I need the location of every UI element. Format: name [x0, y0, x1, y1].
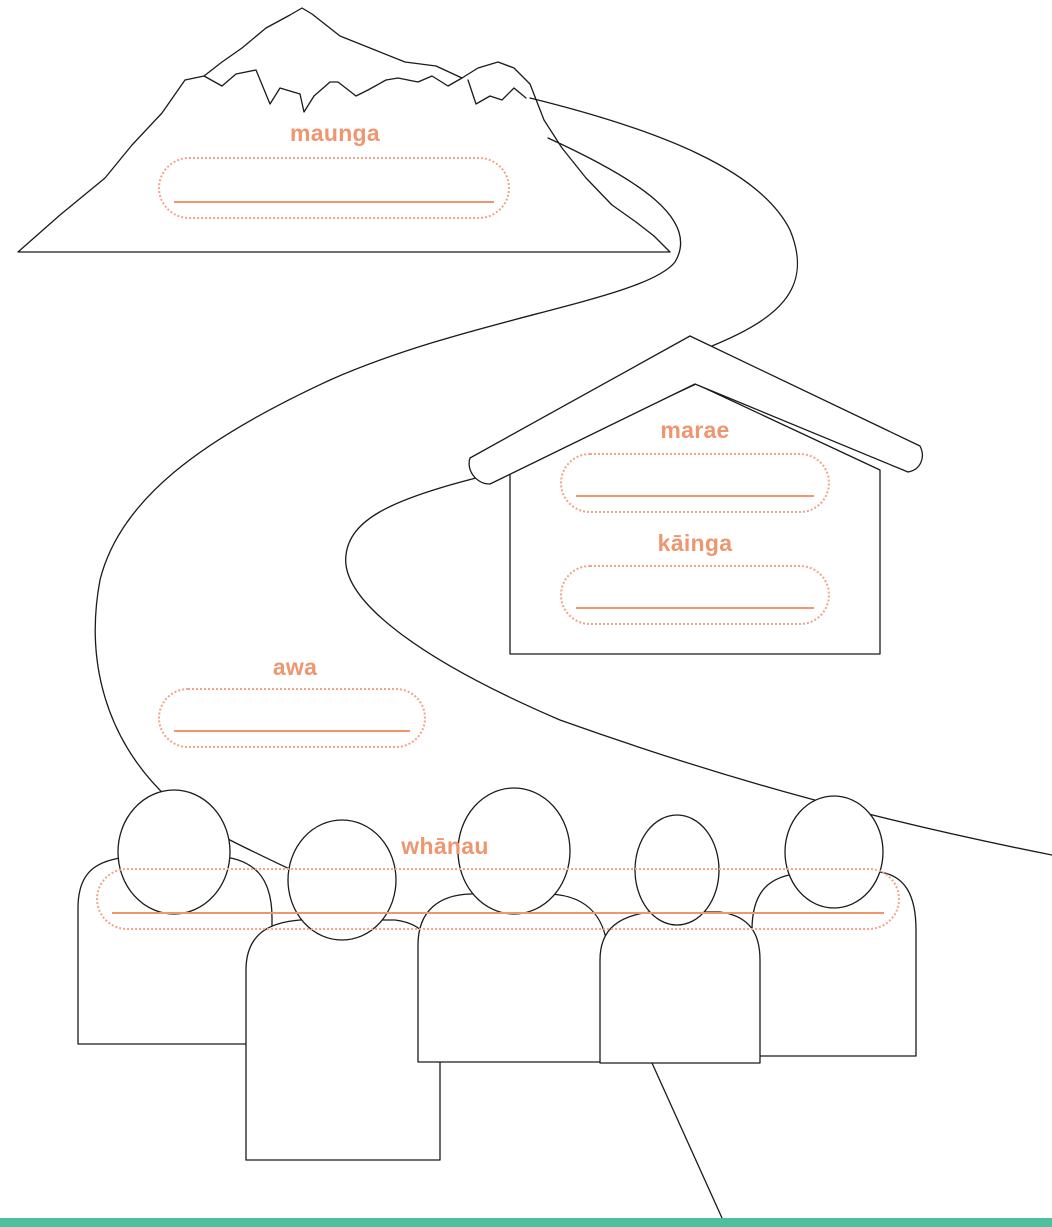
marae-writing-line	[576, 495, 814, 497]
kainga-input-field[interactable]	[560, 565, 830, 625]
awa-writing-line	[174, 730, 410, 732]
marae-label: marae	[660, 417, 730, 443]
family-illustration	[77, 787, 917, 1219]
marae-input-field[interactable]	[560, 453, 830, 513]
awa-label: awa	[272, 654, 318, 680]
awa-input-field[interactable]	[158, 688, 426, 748]
marae-illustration	[468, 335, 923, 655]
whanau-input-field[interactable]	[96, 868, 900, 930]
maunga-input-field[interactable]	[158, 157, 510, 219]
bottom-bar	[0, 1218, 1052, 1227]
whanau-writing-line	[112, 912, 884, 914]
kainga-label: kāinga	[657, 530, 733, 556]
kainga-writing-line	[576, 607, 814, 609]
maunga-label: maunga	[290, 120, 380, 146]
whanau-label: whānau	[401, 833, 489, 859]
maunga-writing-line	[174, 201, 494, 203]
